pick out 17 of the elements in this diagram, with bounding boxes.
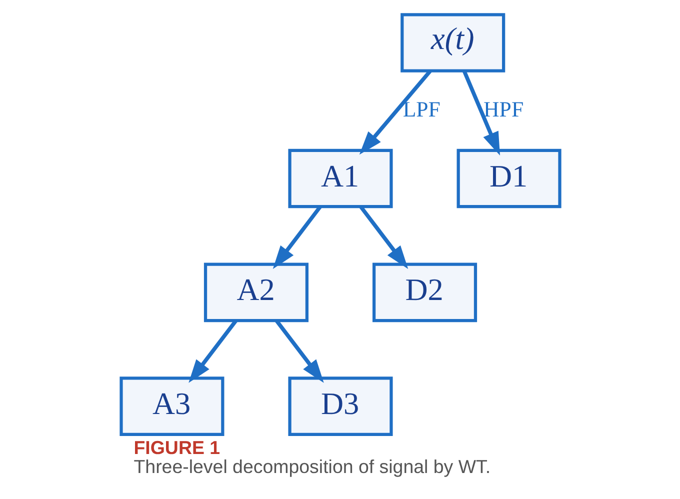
- arrow: [358, 70, 432, 155]
- node-box: A2: [203, 262, 308, 322]
- arrow: [274, 320, 324, 383]
- arrow: [462, 70, 500, 156]
- arrow: [188, 320, 237, 383]
- caption: Three-level decomposition of signal by WT.: [133, 456, 490, 477]
- node-box: A1: [288, 148, 392, 208]
- node-box: A3: [119, 376, 224, 436]
- node-box: D3: [288, 376, 392, 436]
- edge-label: LPF: [402, 97, 440, 122]
- arrow: [272, 206, 322, 269]
- node-box: D1: [456, 148, 561, 208]
- arrow: [358, 206, 408, 269]
- edge-label: HPF: [483, 97, 524, 122]
- node-box: D2: [372, 262, 477, 322]
- node-box: x(t): [400, 13, 505, 72]
- diagram-title: FIGURE 1: [133, 437, 220, 458]
